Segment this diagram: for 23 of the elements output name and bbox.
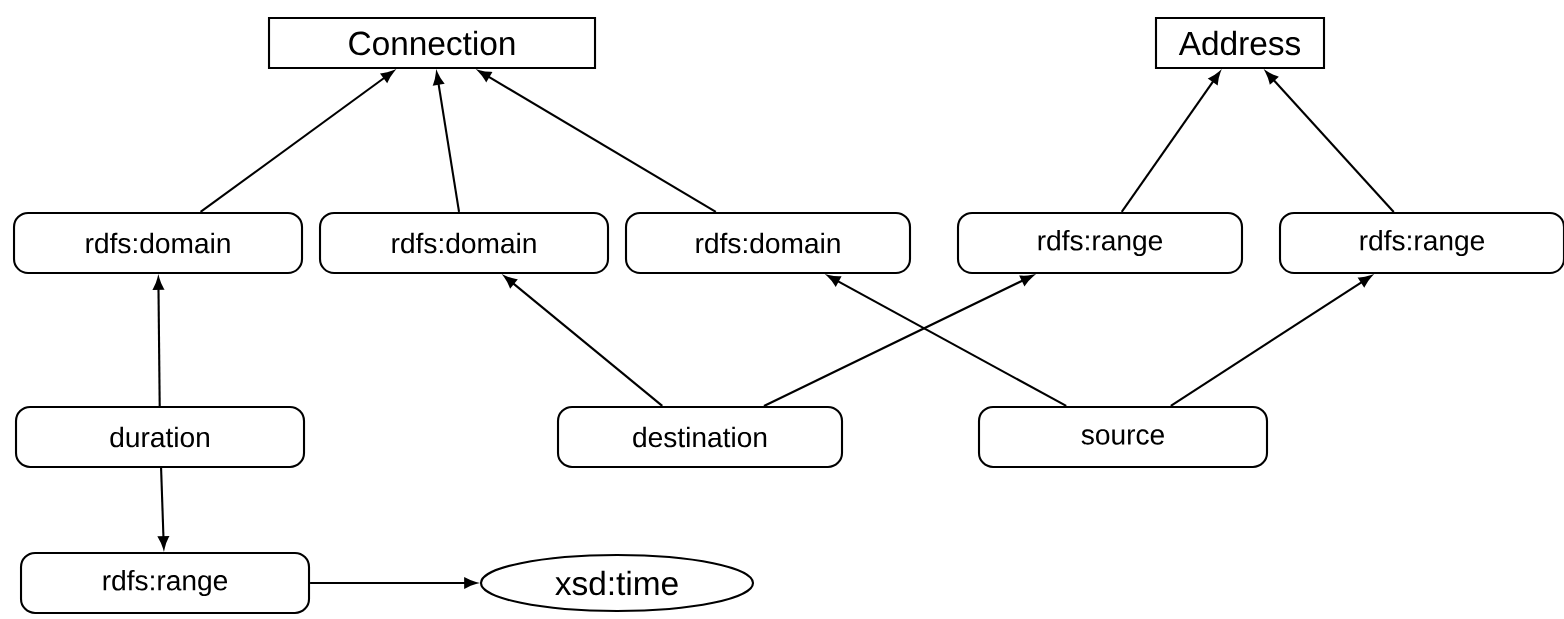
arrow bbox=[1120, 71, 1221, 213]
arrow bbox=[433, 72, 461, 213]
arrow bbox=[827, 275, 1067, 407]
class-box: Address bbox=[1154, 16, 1326, 70]
arrow bbox=[1265, 71, 1395, 213]
property-box: rdfs:domain bbox=[12, 211, 304, 275]
arrow bbox=[310, 577, 477, 589]
class-box: Connection bbox=[267, 16, 597, 70]
arrow bbox=[158, 468, 169, 549]
property-box: duration bbox=[14, 405, 306, 469]
arrow bbox=[478, 70, 717, 213]
property-box: rdfs:range bbox=[19, 551, 311, 615]
arrow bbox=[503, 275, 663, 407]
property-box: rdfs:domain bbox=[318, 211, 610, 275]
arrow bbox=[153, 277, 164, 406]
property-box: rdfs:domain bbox=[624, 211, 912, 275]
property-box: source bbox=[977, 405, 1269, 469]
property-box: destination bbox=[556, 405, 844, 469]
arrow bbox=[1170, 275, 1372, 407]
property-box: rdfs:range bbox=[1278, 211, 1564, 275]
arrow bbox=[199, 70, 395, 213]
arrow bbox=[763, 274, 1034, 407]
property-box: rdfs:range bbox=[956, 211, 1244, 275]
